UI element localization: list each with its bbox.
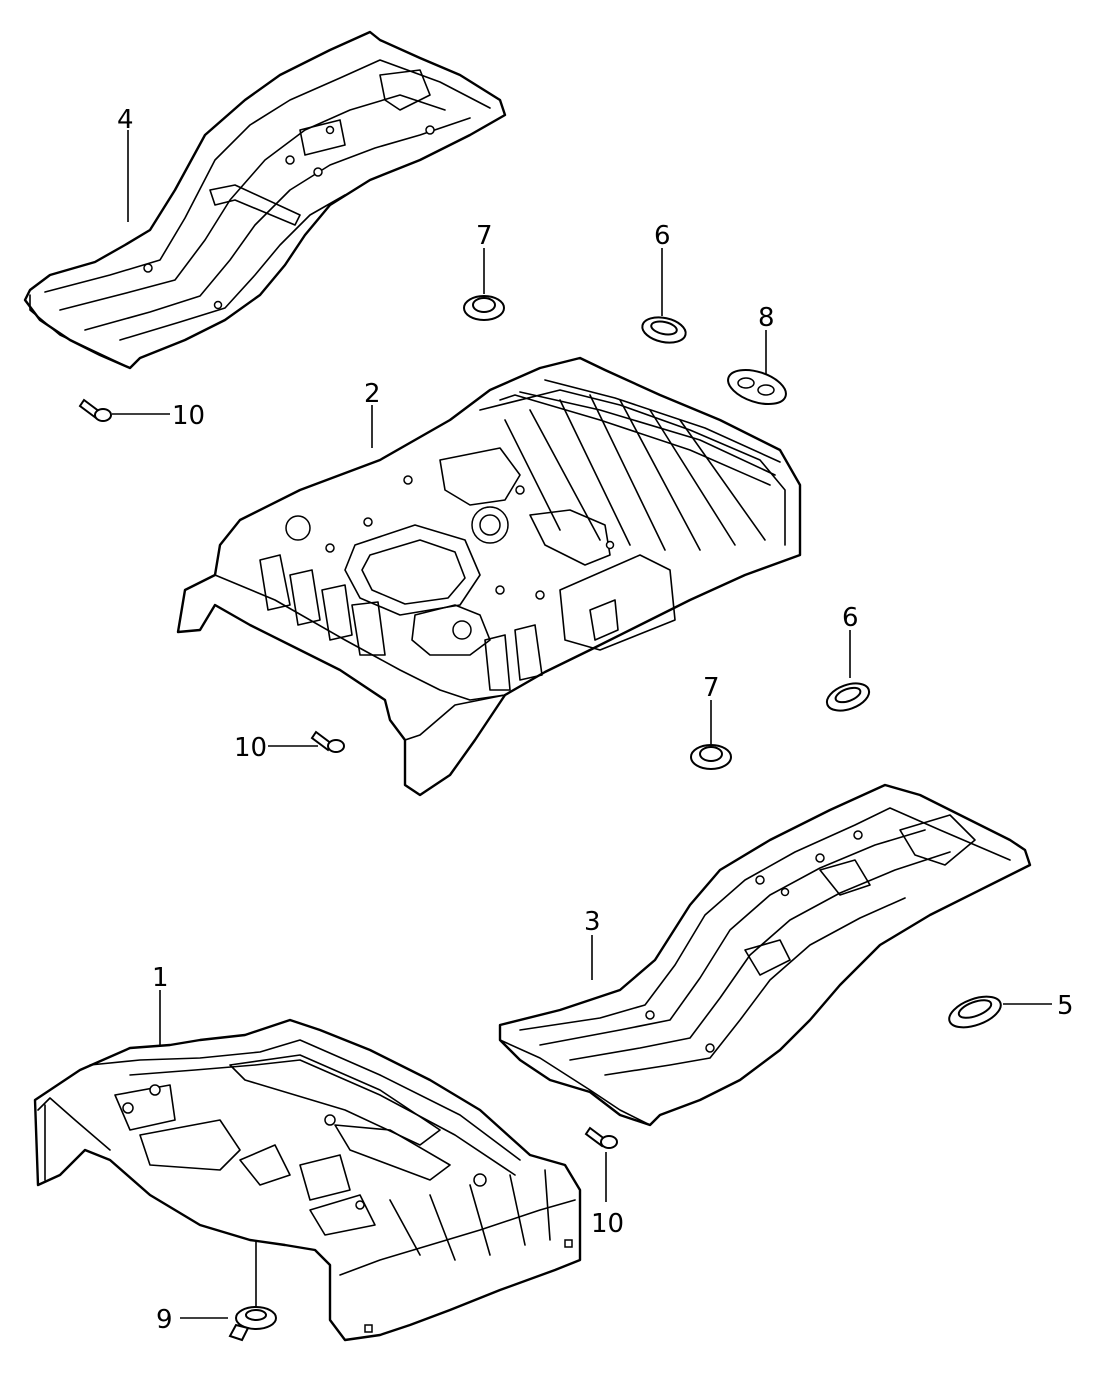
callout-10b: 10 <box>234 733 267 763</box>
part-6-plug-top[interactable] <box>640 314 688 347</box>
part-1-rear-body-floor[interactable] <box>33 1018 582 1342</box>
callout-6a: 6 <box>654 221 671 251</box>
callout-10c: 10 <box>591 1209 624 1239</box>
part-7-grommet-top[interactable] <box>463 295 505 321</box>
callout-6b: 6 <box>842 603 859 633</box>
part-2-center-floor-pan[interactable] <box>176 356 802 797</box>
part-6-plug-middle[interactable] <box>823 678 873 716</box>
callout-2: 2 <box>364 379 381 409</box>
callout-8: 8 <box>758 303 775 333</box>
callout-5: 5 <box>1057 991 1074 1021</box>
part-10-bolt-top[interactable] <box>78 398 112 422</box>
part-7-grommet-middle[interactable] <box>690 744 732 770</box>
callout-9: 9 <box>156 1305 173 1335</box>
part-9-clip[interactable] <box>228 1306 277 1342</box>
callout-4: 4 <box>117 105 134 135</box>
callout-7b: 7 <box>703 673 720 703</box>
part-3-rear-floor-pan[interactable] <box>498 783 1032 1127</box>
part-10-bolt-middle[interactable] <box>310 730 345 753</box>
callout-7a: 7 <box>476 221 493 251</box>
part-4-front-floor-pan[interactable] <box>23 30 507 370</box>
part-10-bolt-bottom[interactable] <box>584 1126 618 1149</box>
callout-3: 3 <box>584 907 601 937</box>
part-8-double-plug[interactable] <box>724 363 790 410</box>
callout-1: 1 <box>152 963 169 993</box>
callout-10a: 10 <box>172 401 205 431</box>
part-5-plug[interactable] <box>945 991 1005 1034</box>
